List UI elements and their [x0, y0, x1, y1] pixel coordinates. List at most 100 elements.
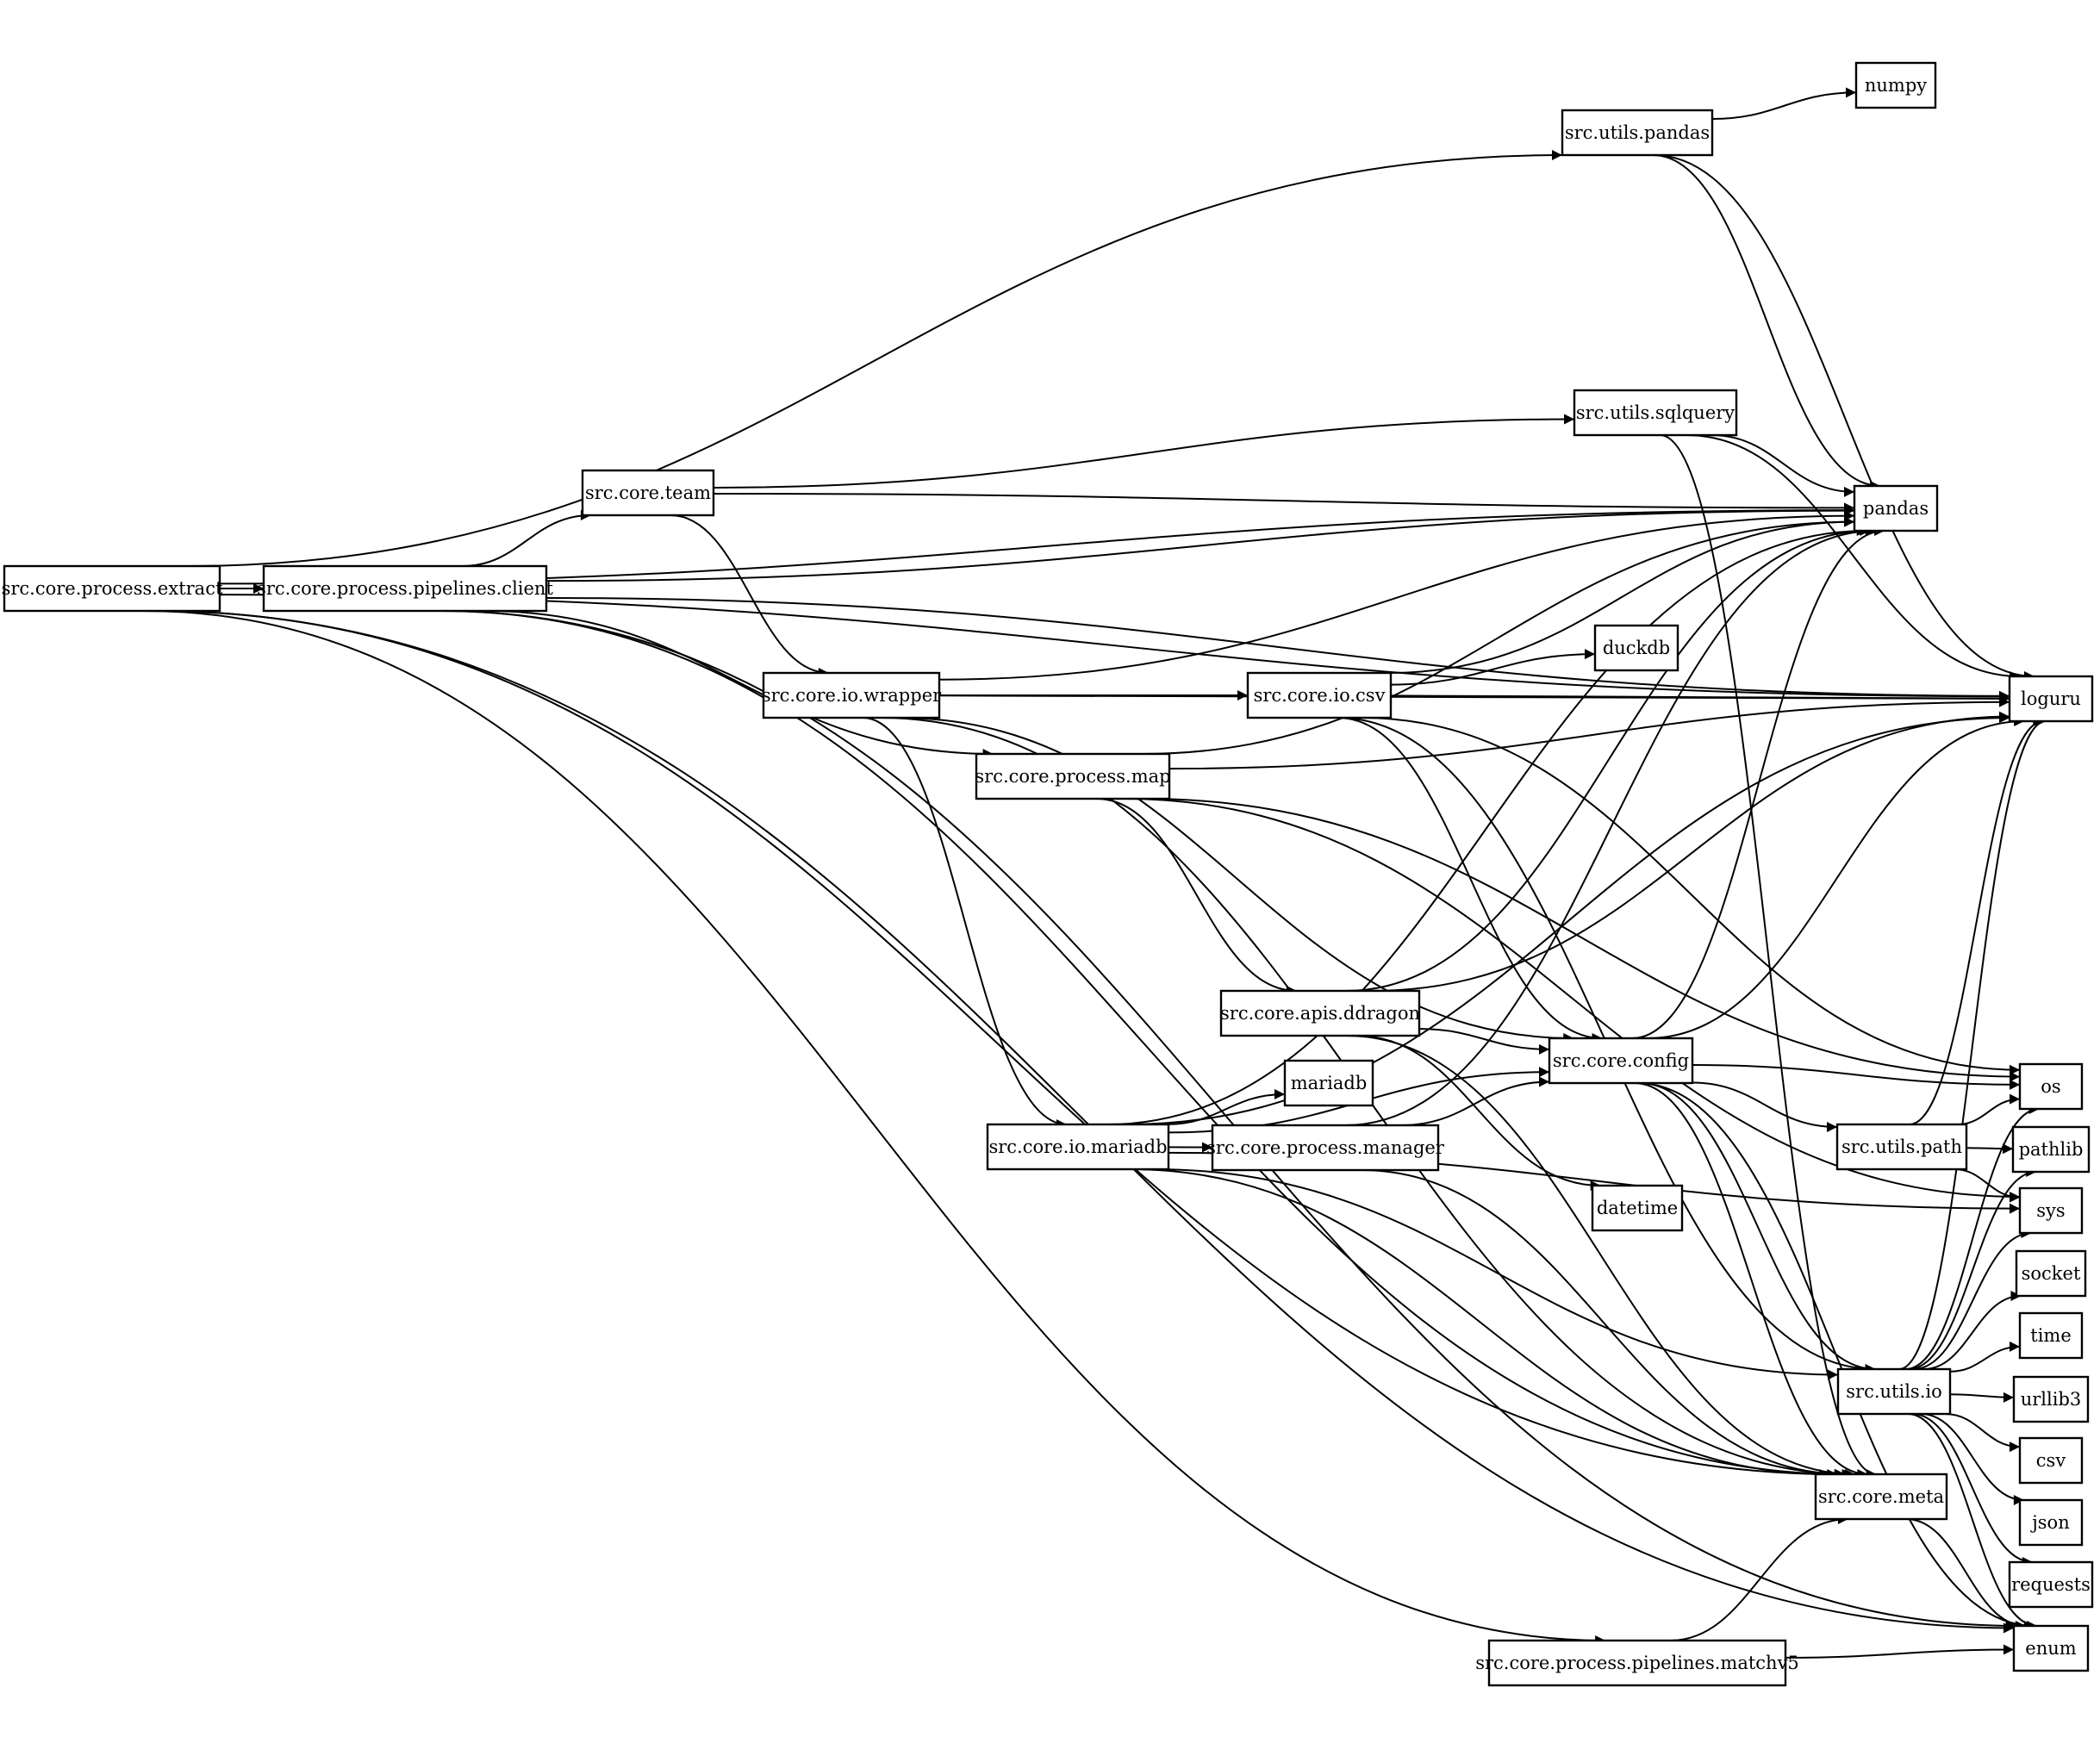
edge-upath-to-loguru [1909, 716, 2044, 1125]
edge-line [1949, 1392, 2015, 1403]
edge-wrapper-to-mariadb_mod [863, 717, 1067, 1130]
node-label: src.utils.sqlquery [1576, 402, 1735, 423]
edge-line [143, 610, 1606, 1646]
edge-line [1168, 696, 2010, 770]
node-loguru: loguru [2008, 675, 2094, 723]
node-pathlib: pathlib [2011, 1125, 2091, 1174]
node-time: time [2018, 1311, 2084, 1360]
edge-line [1129, 1168, 1830, 1479]
edge-line [1966, 1143, 2014, 1155]
node-label: numpy [1865, 75, 1927, 96]
edge-client-to-pandas [545, 505, 1855, 582]
edge-line [439, 610, 2016, 1631]
node-box [2008, 675, 2094, 723]
edge-line [863, 717, 1067, 1130]
edge-uio-to-requests [1912, 1413, 2033, 1567]
edge-iocsv-to-pandas [1388, 516, 1855, 674]
node-box [1853, 484, 1939, 532]
edge-line [545, 505, 1855, 582]
edge-line [1345, 526, 1871, 992]
edge-line [1912, 1413, 2033, 1567]
edge-client-to-map [484, 610, 994, 759]
edge-line [1945, 1413, 2021, 1453]
edge-line [1957, 1093, 2021, 1125]
edge-ddragon-to-pandas [1345, 526, 1871, 992]
edge-wrapper-to-pandas [938, 510, 1855, 681]
edge-manager-to-pandas [1345, 526, 1876, 1126]
node-box [2018, 1186, 2084, 1235]
edge-client-to-meta [441, 610, 1845, 1479]
node-label: src.core.io.csv [1254, 685, 1386, 706]
node-label: src.utils.io [1846, 1381, 1941, 1402]
edge-line [938, 510, 1855, 681]
node-box [1836, 1367, 1952, 1416]
node-box [581, 469, 715, 517]
edge-line [1954, 1168, 2021, 1203]
edge-manager-to-meta [1361, 1169, 1846, 1479]
edge-line [1123, 798, 2021, 1202]
node-label: urllib3 [2021, 1389, 2082, 1410]
edge-team-to-sqlquery [713, 414, 1575, 489]
edge-line [1096, 798, 1297, 996]
edge-iocsv-to-duckdb [1390, 649, 1596, 686]
node-box [2018, 1062, 2084, 1111]
node-label: src.core.process.extract [2, 578, 223, 599]
edge-line [1653, 154, 2035, 682]
edge-uio-to-csv [1945, 1413, 2021, 1453]
edge-mariadb_mod-to-uio [1152, 1168, 1839, 1380]
node-wrapper: src.core.io.wrapper [762, 671, 942, 719]
edge-wrapper-to-config [898, 717, 1574, 1043]
edge-line [1388, 516, 1855, 674]
node-label: src.core.process.map [975, 766, 1170, 787]
node-socket: socket [2015, 1249, 2087, 1298]
edge-line [484, 610, 994, 759]
node-label: src.core.process.manager [1206, 1137, 1445, 1158]
edge-team-to-wrapper [670, 514, 829, 678]
node-label: json [2029, 1512, 2069, 1533]
node-box [1219, 989, 1421, 1037]
node-meta: src.core.meta [1814, 1473, 1948, 1521]
edge-manager-to-config [1401, 1076, 1550, 1126]
edge-meta-to-enum [1906, 1518, 2026, 1631]
node-label: loguru [2021, 688, 2081, 709]
edge-line [1647, 716, 2025, 1039]
node-matchv5: src.core.process.pipelines.matchv5 [1475, 1639, 1799, 1687]
edge-line [1923, 1291, 2022, 1370]
node-box [262, 564, 548, 613]
edge-line [1143, 798, 2021, 1082]
edge-line [153, 610, 2015, 1634]
edge-line [670, 514, 829, 678]
node-box [1591, 1184, 1684, 1232]
edge-map-to-pandas [1141, 516, 1855, 755]
edge-line [1372, 711, 2010, 992]
node-box [1283, 1059, 1374, 1107]
edge-line [1152, 1168, 1839, 1380]
node-duckdb: duckdb [1593, 624, 1679, 672]
edge-extract-to-meta [155, 610, 1838, 1479]
edge-uio-to-loguru [1898, 716, 2047, 1370]
node-box [1835, 1123, 1968, 1171]
edge-line [1711, 87, 1857, 121]
node-map: src.core.process.map [975, 752, 1171, 800]
node-label: src.core.meta [1818, 1486, 1944, 1507]
node-mariadb: mariadb [1283, 1059, 1374, 1107]
node-label: mariadb [1291, 1073, 1368, 1093]
node-uio: src.utils.io [1836, 1367, 1952, 1416]
edge-config-to-meta [1634, 1082, 1868, 1479]
node-label: pathlib [2019, 1139, 2084, 1160]
edge-line [462, 510, 591, 567]
edges-layer [143, 87, 2047, 1659]
edge-line [1692, 1081, 1838, 1132]
edge-line [1906, 1518, 2026, 1631]
edge-upandas-to-pandas [1652, 154, 1881, 491]
edge-line [1166, 1088, 1286, 1125]
node-box [2018, 1436, 2084, 1485]
node-enum: enum [2012, 1624, 2090, 1672]
node-label: requests [2011, 1574, 2091, 1595]
edge-uio-to-json [1921, 1413, 2024, 1505]
node-client: src.core.process.pipelines.client [257, 564, 553, 613]
edge-line [1390, 693, 2010, 704]
node-label: src.core.config [1553, 1050, 1689, 1071]
edge-line [1909, 716, 2044, 1125]
node-requests: requests [2008, 1560, 2094, 1609]
